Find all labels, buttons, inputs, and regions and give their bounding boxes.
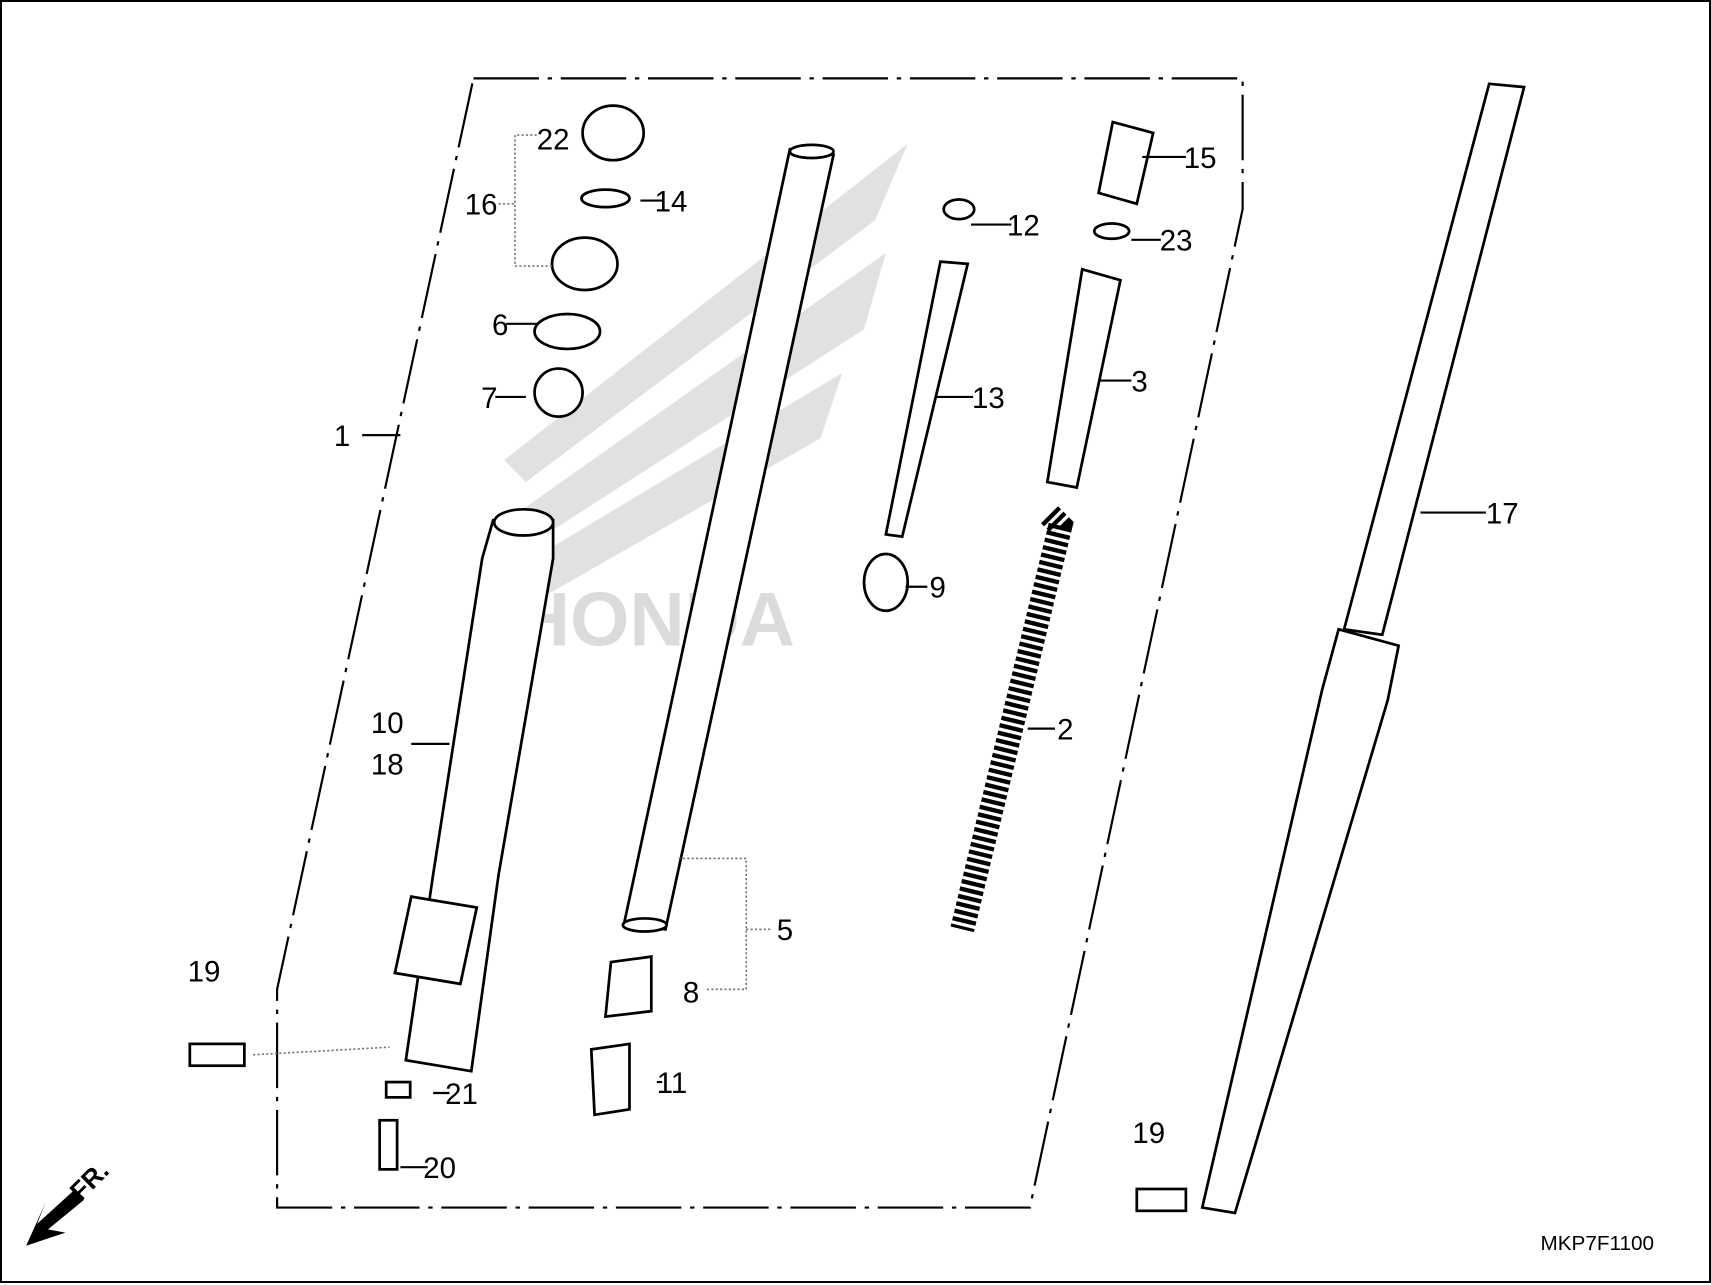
honda-watermark-text: HONDA	[515, 578, 795, 663]
callout-17: 17	[1486, 497, 1519, 530]
callout-10: 10	[371, 707, 404, 740]
callout-labels: 22 14 16 6 7 1 10 18 19 21 20 5 8 11 12 …	[188, 123, 1519, 1185]
callout-18: 18	[371, 748, 404, 781]
seal-parts	[533, 104, 646, 418]
callout-16: 16	[465, 189, 498, 222]
callout-11: 11	[657, 1067, 688, 1100]
callout-9: 9	[930, 572, 946, 605]
callout-22: 22	[537, 123, 570, 156]
callout-19-left: 19	[188, 956, 221, 989]
fork-slider-part	[393, 507, 555, 1073]
fork-assembly-part	[1200, 82, 1526, 1215]
spring-collar-part	[1045, 120, 1155, 490]
fork-pipe-part	[621, 143, 836, 933]
callout-7: 7	[481, 382, 497, 415]
front-direction-arrow-icon: FR.	[26, 1155, 115, 1246]
callout-6: 6	[492, 309, 508, 342]
damper-rod-part	[862, 198, 976, 613]
leader-lines	[253, 134, 1486, 1169]
callout-3: 3	[1131, 365, 1147, 398]
callout-14: 14	[655, 185, 688, 218]
callout-23: 23	[1160, 225, 1193, 258]
callout-21: 21	[445, 1078, 478, 1111]
fork-spring-part	[950, 506, 1074, 933]
callout-20: 20	[423, 1152, 456, 1185]
callout-12: 12	[1007, 209, 1040, 242]
callout-13: 13	[972, 382, 1005, 415]
callout-1: 1	[334, 420, 350, 453]
assembly-boundary	[276, 77, 1244, 1209]
callout-8: 8	[683, 976, 699, 1009]
callout-5: 5	[777, 914, 793, 947]
bolt-parts	[188, 1042, 1188, 1213]
callout-15: 15	[1184, 142, 1217, 175]
bushing-part	[589, 955, 653, 1117]
callout-19-right: 19	[1132, 1117, 1165, 1150]
diagram-code: MKP7F1100	[1540, 1232, 1654, 1255]
callout-2: 2	[1057, 714, 1073, 747]
